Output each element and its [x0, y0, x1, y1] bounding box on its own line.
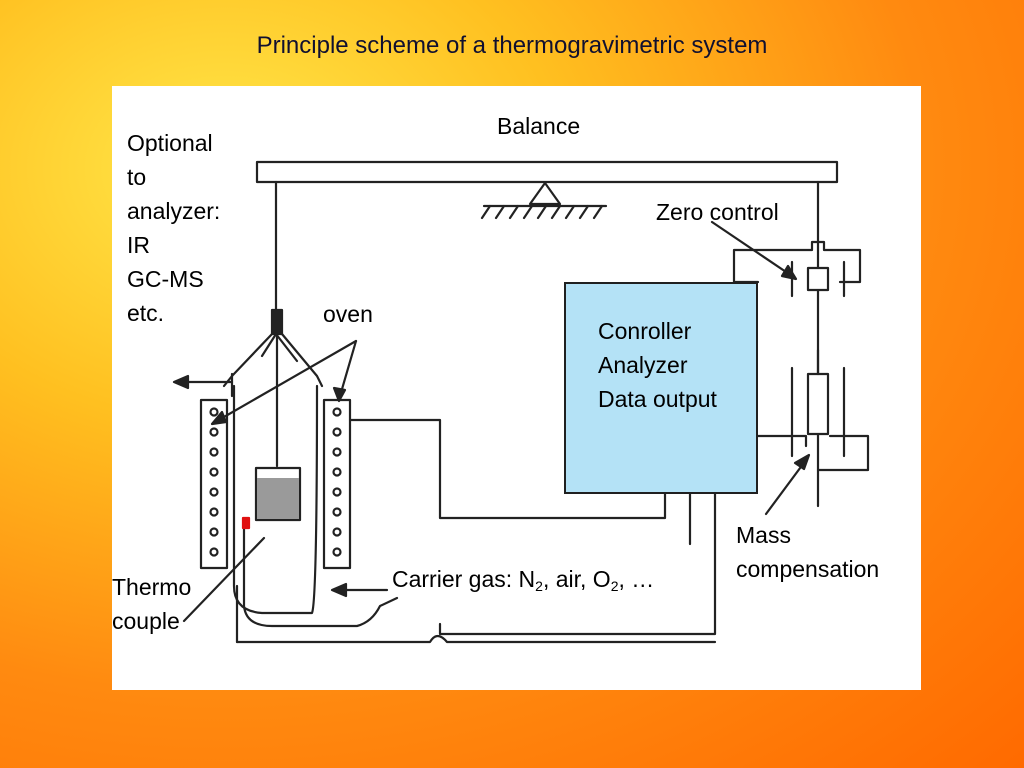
heater-line	[348, 418, 667, 520]
mass-compensation-pointer	[764, 458, 808, 516]
slide-title: Principle scheme of a thermogravimetric …	[256, 32, 768, 59]
tga-schematic	[172, 160, 870, 644]
thermocouple-wire	[242, 520, 399, 628]
heater-coils-right	[332, 407, 342, 557]
balance-label: Balance	[497, 113, 581, 139]
controller-box: Conroller Analyzer Data output	[564, 282, 758, 494]
diagram-panel: Balance Optional to analyzer: IR GC-MS e…	[112, 86, 921, 690]
carrier-gas-arrow	[330, 582, 389, 598]
optional-line: etc.	[127, 300, 165, 326]
controller-line: Analyzer	[598, 352, 688, 378]
thermocouple-line: couple	[112, 608, 180, 634]
optional-line: to	[127, 164, 147, 190]
optional-line: GC-MS	[127, 266, 204, 292]
thermocouple-pointer	[182, 536, 266, 623]
oven-hood	[222, 332, 324, 388]
optional-line: Optional	[127, 130, 213, 156]
optional-analyzer-label: Optional to analyzer: IR GC-MS etc.	[127, 126, 220, 330]
oven-label: oven	[323, 301, 373, 327]
oven-heater-left	[199, 398, 229, 570]
optional-line: analyzer:	[127, 198, 221, 224]
sample	[257, 478, 299, 519]
optional-line: IR	[127, 232, 150, 258]
controller-line: Conroller	[598, 318, 692, 344]
thermocouple-tip	[241, 516, 251, 530]
carrier-gas-label: Carrier gas: N2, air, O2, …	[392, 566, 655, 594]
zero-control-pointer	[710, 220, 794, 278]
mass-compensation-label: Mass compensation	[736, 518, 879, 586]
gas-outlet-arrow	[172, 374, 234, 390]
controller-line: Data output	[598, 386, 717, 412]
oven-pointers	[210, 339, 358, 426]
oven-heater-right	[322, 398, 352, 570]
mass-compensation-line: Mass	[736, 522, 791, 548]
mass-compensation-line: compensation	[736, 556, 880, 582]
zero-control-frame	[732, 240, 862, 284]
heater-coils-left	[209, 407, 219, 557]
balance-beam	[255, 160, 839, 184]
mass-compensation-coil	[806, 372, 830, 436]
mass-compensation-frame	[756, 434, 870, 472]
thermocouple-label: Thermo couple	[112, 570, 191, 638]
thermocouple-line: Thermo	[112, 574, 192, 600]
controller-line-2	[235, 492, 717, 644]
wire-clamp	[270, 308, 284, 336]
zero-control-coil	[806, 266, 830, 292]
balance-fulcrum	[480, 181, 608, 220]
zero-control-label: Zero control	[656, 199, 779, 225]
